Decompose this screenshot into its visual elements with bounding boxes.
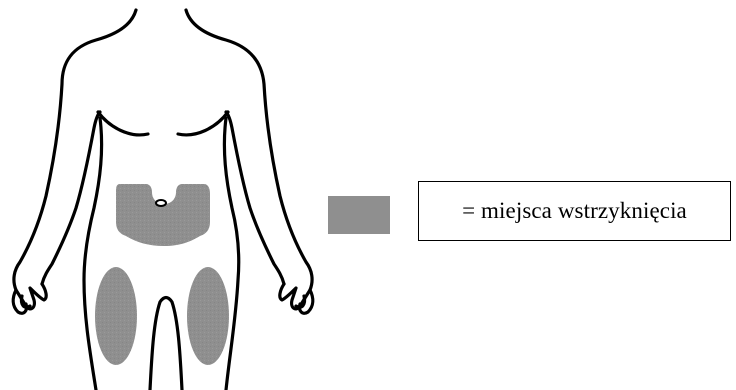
left-shoulder-arm-outline	[14, 10, 136, 309]
right-thigh-injection-area	[187, 267, 229, 365]
legend-label: = miejsca wstrzyknięcia	[462, 198, 687, 224]
right-shoulder-arm-outline	[186, 10, 312, 309]
right-inner-arm-outline	[226, 112, 284, 284]
left-inner-arm-outline	[42, 112, 100, 284]
inner-leg-outline	[150, 298, 182, 390]
left-hand-outline	[13, 290, 30, 313]
right-hand-outline	[296, 290, 313, 313]
navel-icon	[156, 200, 166, 206]
left-thigh-injection-area	[95, 267, 137, 365]
abdomen-injection-area	[116, 184, 210, 246]
chest-line-left	[98, 112, 148, 135]
chest-line-right	[178, 112, 228, 135]
legend-box: = miejsca wstrzyknięcia	[418, 181, 731, 241]
legend-swatch	[328, 196, 390, 234]
